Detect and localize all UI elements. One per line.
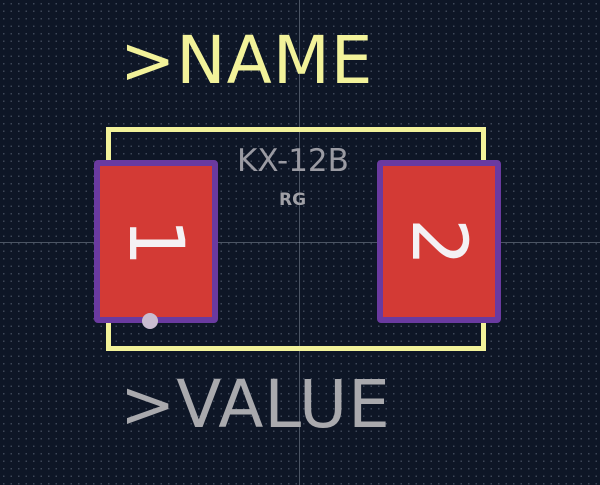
name-field-text[interactable]: >NAME (120, 22, 374, 99)
pad-2-number: 2 (394, 217, 484, 266)
crosshair-vertical (299, 0, 300, 485)
pad-1[interactable]: 1 (94, 160, 218, 323)
reference-text[interactable]: RG (279, 190, 307, 210)
pin1-marker-icon (142, 313, 158, 329)
value-field-text[interactable]: >VALUE (120, 366, 391, 443)
crosshair-horizontal (0, 242, 600, 243)
part-number-text[interactable]: KX-12B (237, 143, 349, 179)
pad-1-number: 1 (111, 217, 201, 266)
pad-2[interactable]: 2 (377, 160, 501, 323)
